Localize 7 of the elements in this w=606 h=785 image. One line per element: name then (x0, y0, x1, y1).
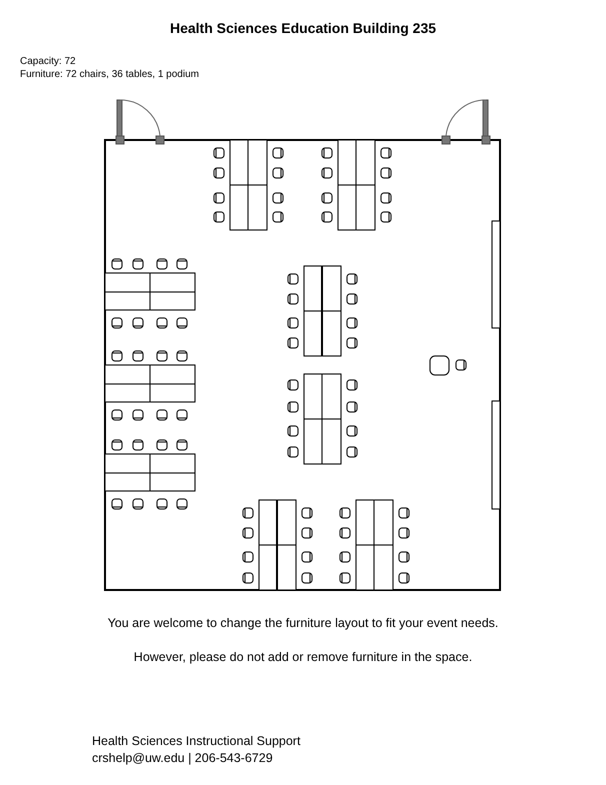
instruction-text: However, please do not add or remove furniture in the space. (132, 650, 474, 664)
furniture-note: Furniture: 72 chairs, 36 tables, 1 podium (20, 69, 199, 80)
contact-name: Health Sciences Instructional Support (92, 734, 300, 748)
title: Health Sciences Education Building 235 (168, 20, 438, 36)
instruction-text: You are welcome to change the furniture layout to fit your event needs. (106, 616, 500, 630)
contact-details: crshelp@uw.edu | 206-543-6729 (92, 751, 273, 765)
capacity-note: Capacity: 72 (20, 56, 76, 67)
